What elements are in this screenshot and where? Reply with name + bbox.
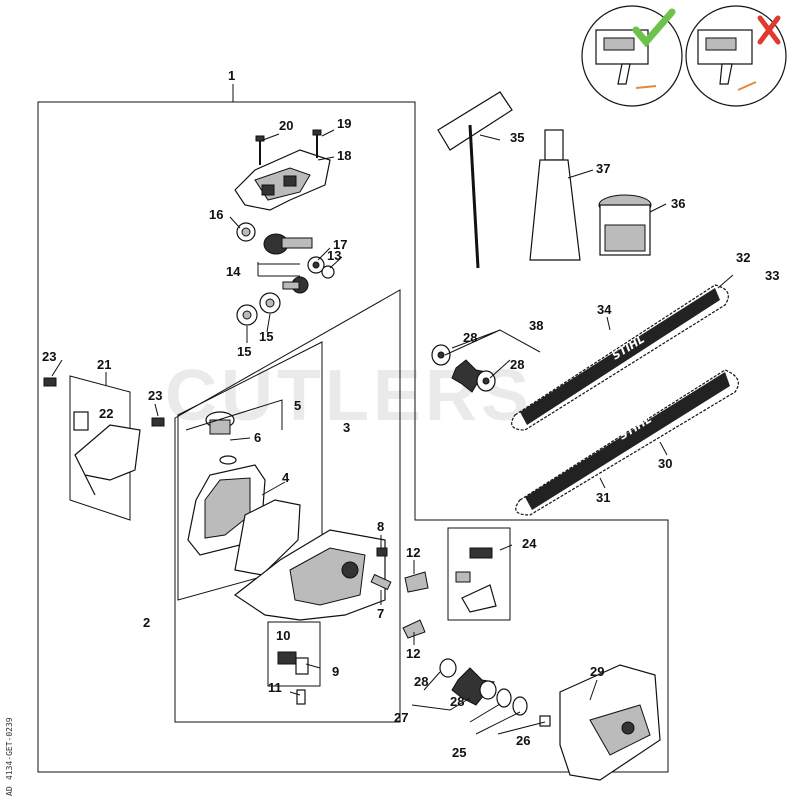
guide-bar-34: STIHL <box>511 284 729 431</box>
bearing-15b <box>259 292 281 314</box>
assembly-outline-2 <box>174 289 401 723</box>
callout-34: 34 <box>597 302 612 317</box>
chain-guide-12b <box>402 619 426 639</box>
diagram-code: 4134-GET-0239 <box>5 717 14 780</box>
washer-28c <box>439 658 457 678</box>
bearing-16 <box>236 222 256 242</box>
callout-31: 31 <box>596 490 610 505</box>
callout-24: 24 <box>522 536 537 551</box>
callout-17: 17 <box>333 237 347 252</box>
leader-lines <box>51 129 734 735</box>
combination-wrench-35 <box>437 91 513 269</box>
callout-9: 9 <box>332 664 339 679</box>
washer-13 <box>321 265 335 279</box>
grease-tube-37 <box>529 129 581 261</box>
callout-23a: 23 <box>42 349 56 364</box>
oil-can-36 <box>598 194 652 256</box>
corner-tag: AD <box>5 786 14 796</box>
sprocket-cover-29 <box>559 664 661 781</box>
callout-28a: 28 <box>463 330 477 345</box>
callout-14: 14 <box>226 264 241 279</box>
gear-shaft-14 <box>263 233 313 294</box>
washer-28d <box>479 680 497 700</box>
oil-filter-6 <box>219 455 237 465</box>
screw-19 <box>312 129 322 158</box>
callout-labels: 1 2 3 4 5 6 7 8 9 10 11 12 12 13 14 15 1… <box>42 68 779 760</box>
callout-3: 3 <box>343 420 350 435</box>
inset-incorrect <box>685 5 787 107</box>
callout-1: 1 <box>228 68 235 83</box>
callout-32: 32 <box>736 250 750 265</box>
callout-11: 11 <box>268 680 282 695</box>
oil-pump-24 <box>447 527 511 621</box>
screw-23b <box>151 417 165 427</box>
callout-12a: 12 <box>406 545 420 560</box>
guide-bar-30: STIHL <box>515 369 739 516</box>
screw-20 <box>255 135 265 165</box>
callout-33: 33 <box>765 268 779 283</box>
callout-20: 20 <box>279 118 293 133</box>
callout-25: 25 <box>452 745 466 760</box>
bearing-15a <box>236 304 258 326</box>
washer-28b <box>476 370 496 392</box>
inset-correct <box>581 5 683 107</box>
callout-12b: 12 <box>406 646 420 661</box>
callout-37: 37 <box>596 161 610 176</box>
nut-17 <box>307 256 325 274</box>
cover-21 <box>69 375 141 521</box>
callout-15a: 15 <box>237 344 251 359</box>
callout-21: 21 <box>97 357 111 372</box>
callout-28b: 28 <box>510 357 524 372</box>
gear-housing-2 <box>233 529 386 621</box>
callout-30: 30 <box>658 456 672 471</box>
chain-guide-12a <box>404 571 429 593</box>
callout-28d: 28 <box>450 694 464 709</box>
pin-7 <box>370 573 392 591</box>
washer-25 <box>496 688 528 716</box>
callout-16: 16 <box>209 207 223 222</box>
label-22 <box>73 411 89 431</box>
nut-26 <box>539 715 551 727</box>
callout-4: 4 <box>282 470 290 485</box>
gear-housing-18 <box>234 149 331 211</box>
callout-18: 18 <box>337 148 351 163</box>
screw-23a <box>43 377 57 387</box>
callout-35: 35 <box>510 130 524 145</box>
check-icon <box>632 8 676 48</box>
callout-19: 19 <box>337 116 351 131</box>
assembly-outline-1 <box>37 101 669 773</box>
callout-13: 13 <box>327 248 341 263</box>
oil-cap-5 <box>205 411 235 435</box>
callout-10: 10 <box>276 628 290 643</box>
callout-2: 2 <box>143 615 150 630</box>
callout-23b: 23 <box>148 388 162 403</box>
pin-11 <box>296 689 306 705</box>
callout-6: 6 <box>254 430 261 445</box>
screw-8 <box>376 547 388 557</box>
callout-22: 22 <box>99 406 113 421</box>
sleeve-9 <box>295 657 309 675</box>
callout-29: 29 <box>590 664 604 679</box>
callout-28c: 28 <box>414 674 428 689</box>
callout-36: 36 <box>671 196 685 211</box>
callout-15b: 15 <box>259 329 273 344</box>
callout-7: 7 <box>377 606 384 621</box>
callout-38: 38 <box>529 318 543 333</box>
callout-26: 26 <box>516 733 530 748</box>
cross-icon <box>757 15 781 45</box>
washer-28a <box>431 344 451 366</box>
callout-8: 8 <box>377 519 384 534</box>
spring-10 <box>277 651 297 665</box>
gasket-4 <box>234 499 301 576</box>
callout-27: 27 <box>394 710 408 725</box>
callout-5: 5 <box>294 398 301 413</box>
